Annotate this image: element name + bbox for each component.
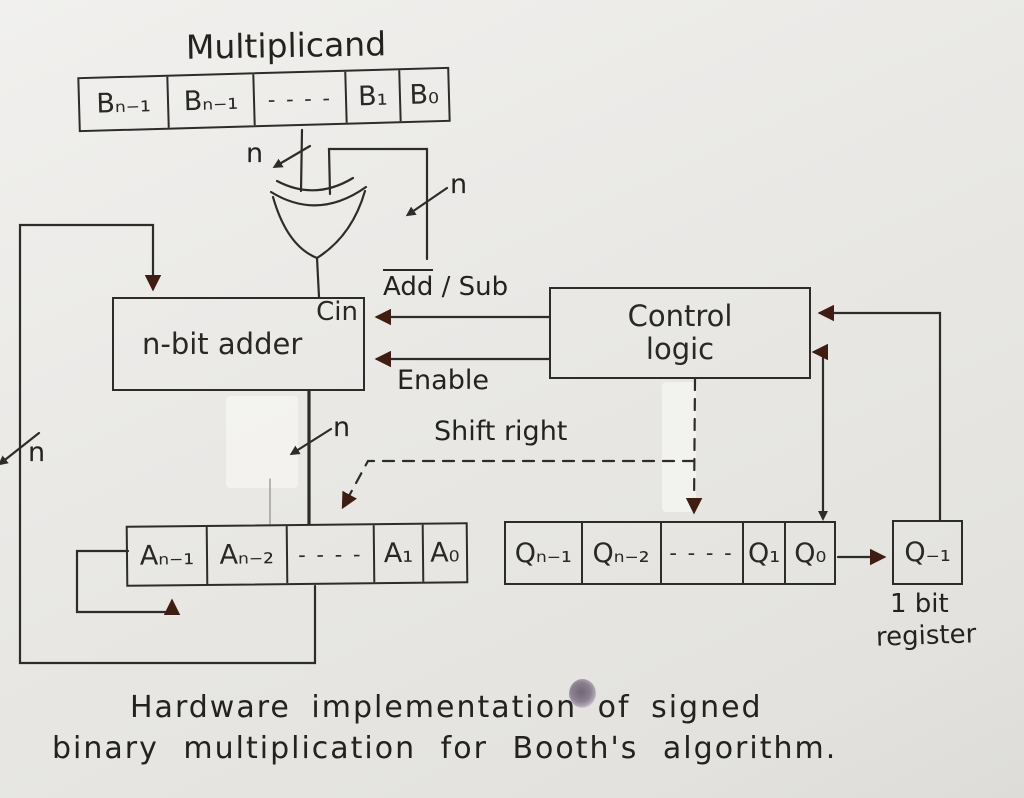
one-bit-register-label: 1 bit <box>890 589 949 619</box>
one-bit-register-label: register <box>875 619 977 653</box>
bus-width-label: n <box>450 169 468 200</box>
control-label-line2: logic <box>645 332 715 366</box>
multiplicand-register: Bₙ₋₁ Bₙ₋₁ - - - - B₁ B₀ <box>77 66 451 133</box>
q-register: Qₙ₋₁ Qₙ₋₂ - - - - Q₁ Q₀ <box>504 521 836 585</box>
register-cell: Bₙ₋₁ <box>166 74 254 128</box>
q0-to-control-wire <box>811 343 829 521</box>
control-logic-label: Control logic <box>551 289 809 377</box>
register-cell: B₁ <box>344 70 400 123</box>
whiteout-patch <box>662 382 696 512</box>
bus-width-tick <box>405 186 449 217</box>
shift-right-label: Shift right <box>434 416 568 447</box>
addsub-label: Add / Sub <box>383 269 509 302</box>
an1-shift-loop-wire <box>75 549 181 616</box>
addsub-label-add: Add <box>383 269 434 302</box>
a-register: Aₙ₋₁ Aₙ₋₂ - - - - A₁ A₀ <box>125 522 469 587</box>
register-cell: Aₙ₋₁ <box>139 540 195 572</box>
register-cell: - - - - <box>285 525 374 584</box>
addsub-branch-wire <box>327 147 429 261</box>
control-label-line1: Control <box>627 298 733 333</box>
register-cell: Bₙ₋₁ <box>95 87 152 120</box>
multiplicand-title: Multiplicand <box>185 24 387 67</box>
register-cell: Qₙ₋₂ <box>580 523 660 583</box>
adder-label: n-bit adder <box>142 327 303 361</box>
carry-in-label: Cin <box>316 297 358 327</box>
register-cell: Q₀ <box>784 523 834 583</box>
whiteout-patch <box>226 396 298 488</box>
addsub-label-sub: / Sub <box>433 272 509 302</box>
bus-width-tick <box>0 431 41 466</box>
qminus1-to-control-wire <box>817 304 942 522</box>
control-logic-block: Control logic <box>549 287 811 379</box>
q-minus-1-label: Q₋₁ <box>904 537 951 568</box>
adder-block: n-bit adder Cin <box>112 297 365 391</box>
bus-width-label: n <box>28 437 46 468</box>
register-cell: Q₁ <box>741 523 785 583</box>
ink-blob <box>569 679 596 708</box>
bus-width-label: n <box>246 138 264 169</box>
shift-right-dashed-wire <box>341 459 696 510</box>
q-minus-1-register: Q₋₁ <box>892 520 963 585</box>
enable-label: Enable <box>397 365 489 396</box>
multiplicand-bus <box>299 128 304 193</box>
caption-line1: Hardware implementation of signed <box>130 690 763 725</box>
a-feedback-wire <box>18 223 317 665</box>
xor-gate-icon <box>269 176 368 299</box>
register-cell: A₀ <box>421 524 467 582</box>
register-cell: Qₙ₋₁ <box>514 537 572 569</box>
caption-line2: binary multiplication for Booth's algori… <box>52 731 838 766</box>
bus-width-tick <box>289 427 333 456</box>
bus-width-label: n <box>333 412 351 443</box>
register-cell: Aₙ₋₂ <box>205 526 286 584</box>
register-cell: B₀ <box>397 68 449 122</box>
bus-width-tick <box>272 144 312 169</box>
control-to-q-dashed-wire <box>685 377 703 515</box>
register-cell: - - - - <box>251 71 346 126</box>
register-cell: - - - - <box>659 523 742 583</box>
register-cell: A₁ <box>372 524 423 583</box>
